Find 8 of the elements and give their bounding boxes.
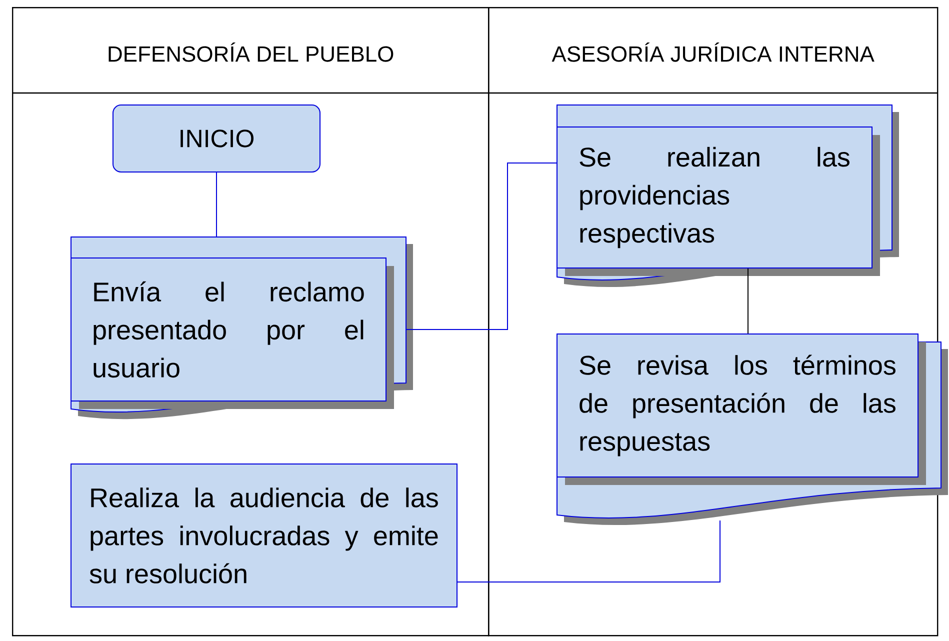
process-box: Realiza la audiencia de las partes involucradas y emite su resolución [70,464,458,608]
multi-document-box: Se realizan las providencias respectivas [556,104,899,287]
connector-line [216,172,217,237]
multi-document-box: Se revisa los términos de presentación de las respuestas [556,334,948,525]
multi-document-box: Envía el reclamo presentado por el usuario [70,236,413,420]
connector-line [457,520,720,582]
start-terminator: INICIO [112,104,320,172]
connector-line [406,162,557,330]
